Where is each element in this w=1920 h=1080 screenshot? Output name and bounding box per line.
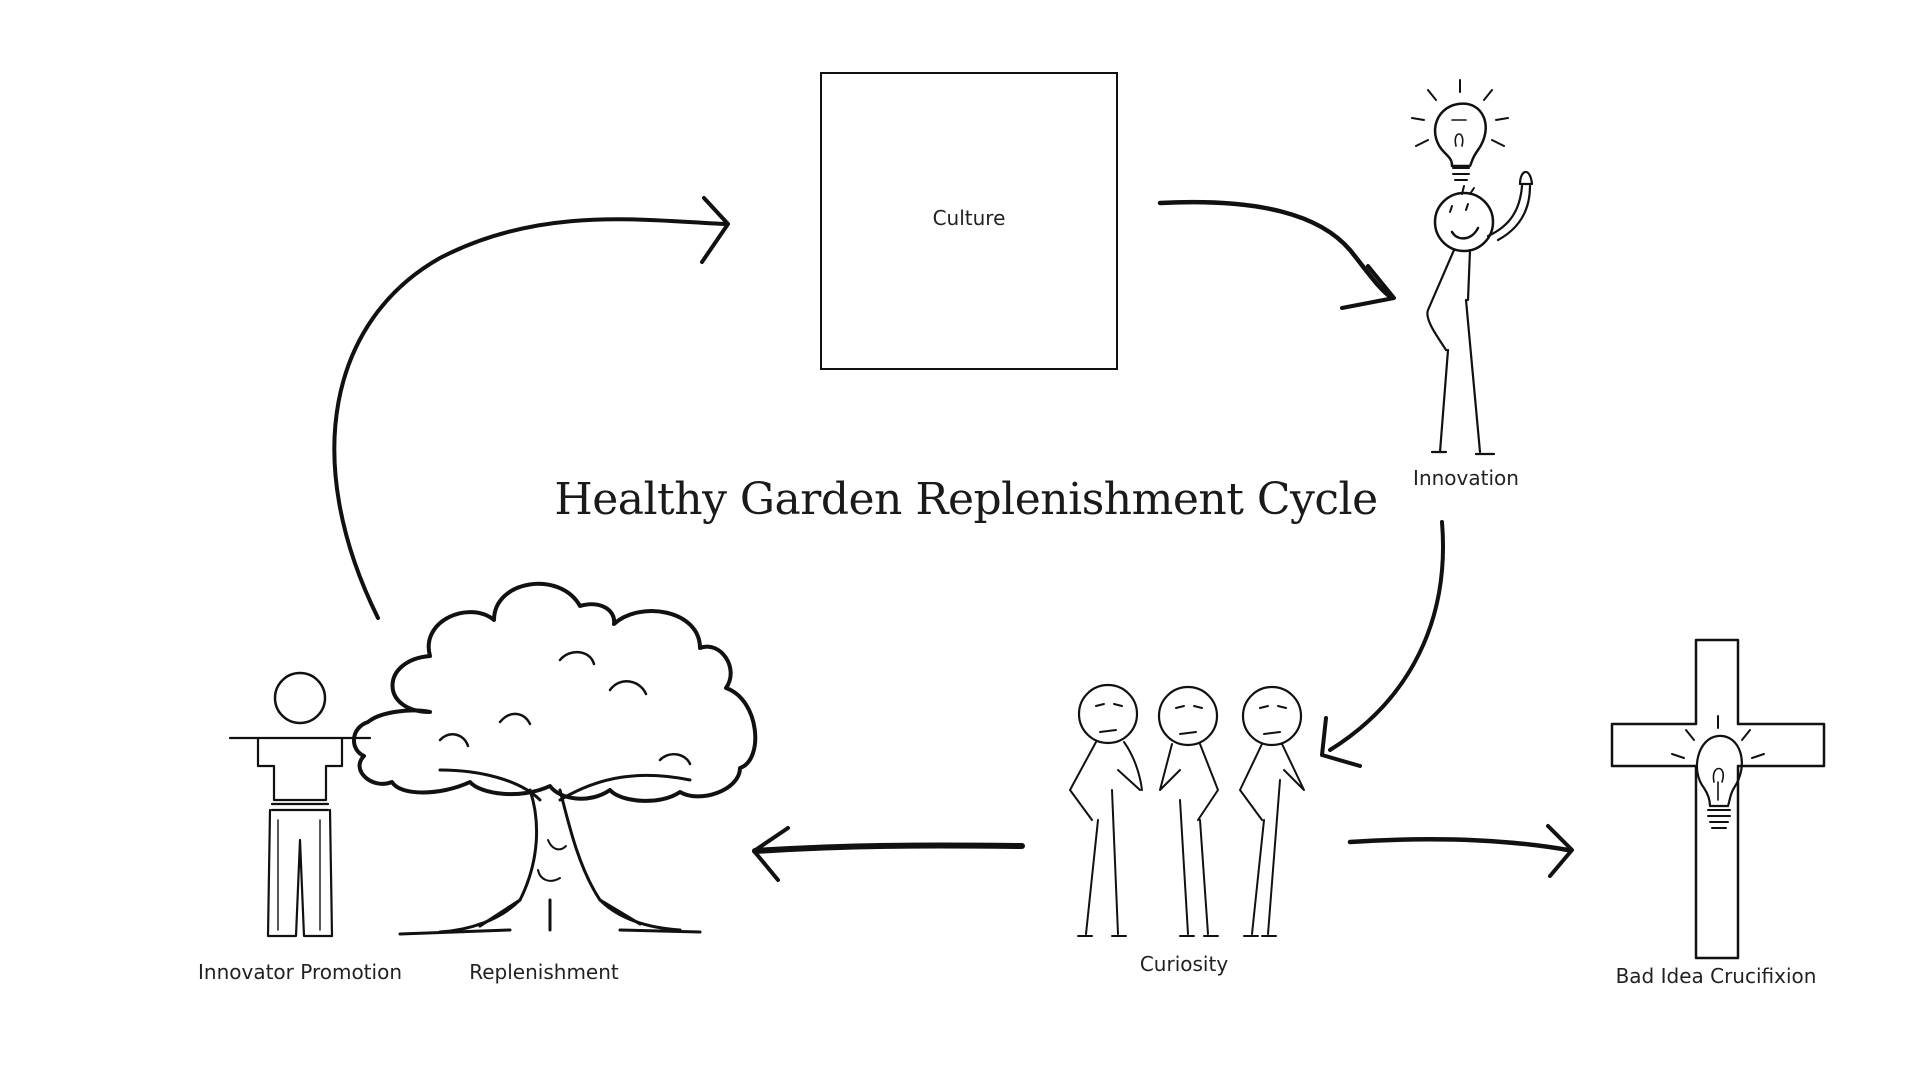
- cross-with-lightbulb-icon: [1610, 638, 1826, 960]
- arrow-innovation-to-curiosity: [1320, 520, 1445, 768]
- thinking-stick-figures-icon: [1069, 683, 1305, 937]
- replenishment-label: Replenishment: [469, 960, 619, 984]
- bad-idea-label: Bad Idea Crucifixion: [1615, 964, 1817, 988]
- culture-label: Culture: [932, 206, 1006, 230]
- promotion-label: Innovator Promotion: [198, 960, 402, 984]
- stick-figure-with-lightbulb-icon: [1411, 79, 1534, 456]
- arrow-promotion-to-culture: [332, 196, 730, 620]
- arrow-curiosity-to-bad-idea: [1347, 824, 1574, 878]
- arrow-curiosity-to-replenishment: [752, 826, 1025, 882]
- scarecrow-figure-icon: [228, 671, 372, 938]
- diagram-title: Healthy Garden Replenishment Cycle: [554, 474, 1378, 525]
- curiosity-label: Curiosity: [1139, 952, 1229, 976]
- arrow-culture-to-innovation: [1157, 199, 1396, 310]
- innovation-label: Innovation: [1413, 466, 1519, 490]
- tree-icon: [352, 581, 758, 936]
- culture-node: Culture: [820, 72, 1118, 370]
